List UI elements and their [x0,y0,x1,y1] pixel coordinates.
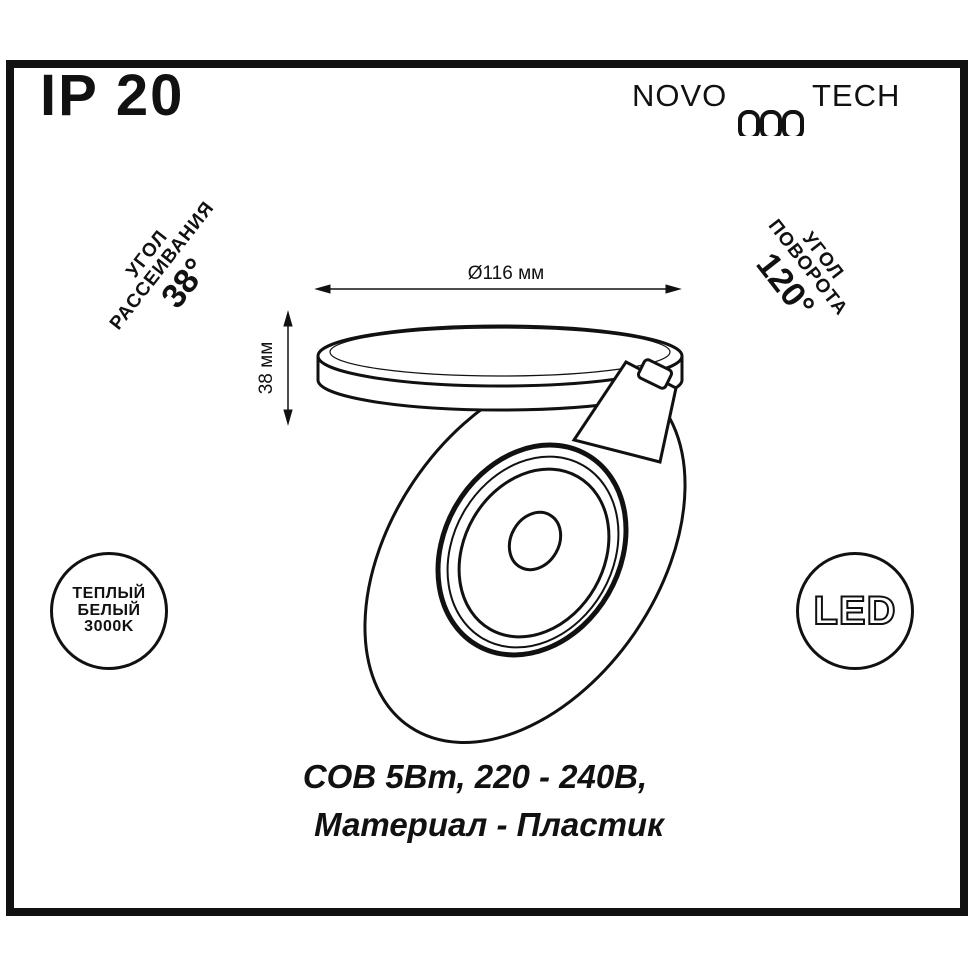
color-temperature-badge: ТЕПЛЫЙ БЕЛЫЙ 3000K [50,552,168,670]
color-temp-line3: 3000K [84,618,134,636]
brand-text-left: NOVO [632,78,728,113]
brand-logo: NOVO TECH [632,36,922,136]
height-dimension [283,310,293,426]
ip-rating: IP 20 [40,63,185,128]
lamp-hinge [571,358,678,464]
lamp-base [316,324,684,412]
color-temp-line2: БЕЛЫЙ [77,601,141,619]
lamp-light-module [435,442,629,658]
spec-line-material: Материал - Пластик [314,806,664,843]
led-label: LED [813,588,897,634]
diameter-label: Ø116 мм [468,263,544,284]
color-temp-line1: ТЕПЛЫЙ [72,584,146,602]
led-badge: LED [796,552,914,670]
diameter-dimension [314,284,682,294]
brand-text-right: TECH [812,78,901,113]
spec-line-power: COB 5Вт, 220 - 240В, [302,758,648,795]
brand-mark-icon [738,110,804,136]
height-label: 38 мм [256,342,277,395]
